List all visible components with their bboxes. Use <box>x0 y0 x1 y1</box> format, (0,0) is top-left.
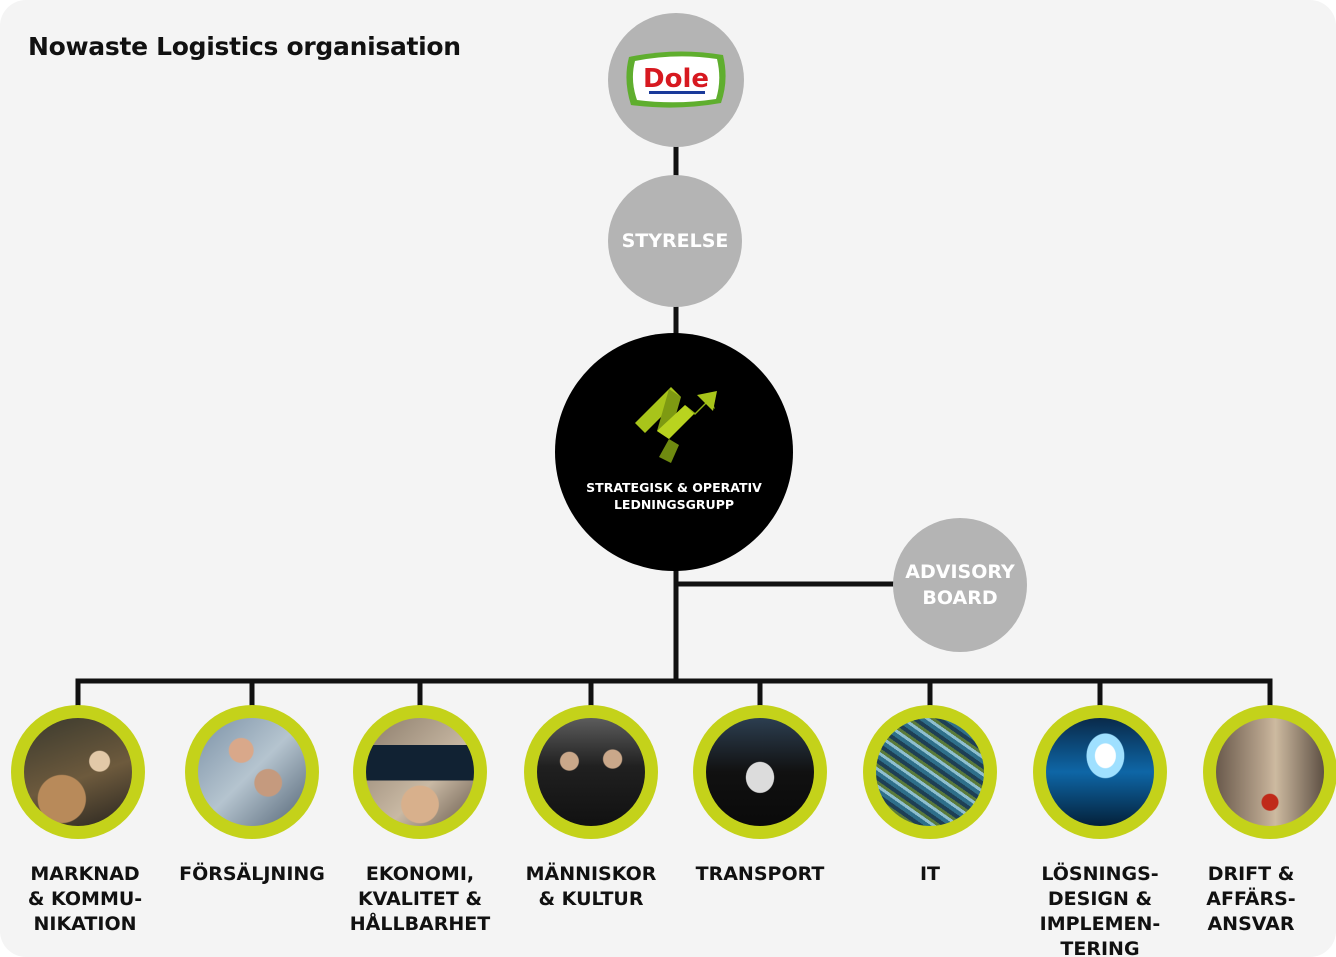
department-label: DRIFT & AFFÄRS- ANSVAR <box>1206 863 1296 935</box>
department-node <box>863 705 997 839</box>
advisory-label: ADVISORY BOARD <box>905 561 1015 609</box>
department-node <box>1033 705 1167 839</box>
digital-tunnel-photo <box>1046 718 1154 826</box>
dole-logo-icon: Dole <box>626 51 726 108</box>
management-node: STRATEGISK & OPERATIV LEDNINGSGRUPP <box>555 333 793 571</box>
department-node <box>1203 705 1336 839</box>
truck-photo <box>706 718 814 826</box>
department-node <box>524 705 658 839</box>
dole-logo-text: Dole <box>643 64 709 94</box>
advisory-board-node: ADVISORY BOARD <box>893 518 1027 652</box>
network-cables-photo <box>876 718 984 826</box>
department-label: LÖSNINGS- DESIGN & IMPLEMEN- TERING <box>1039 863 1161 957</box>
department-node <box>693 705 827 839</box>
forklift-aisle-photo <box>1216 718 1324 826</box>
department-label: TRANSPORT <box>695 863 825 885</box>
dole-node: Dole <box>608 13 744 147</box>
people-outdoors-photo <box>24 718 132 826</box>
department-node <box>11 705 145 839</box>
department-label: EKONOMI, KVALITET & HÅLLBARHET <box>349 863 491 935</box>
board-label: STYRELSE <box>621 230 729 252</box>
handshake-photo <box>198 718 306 826</box>
nowaste-n-logo-icon <box>635 387 717 463</box>
board-node: STYRELSE <box>608 175 742 307</box>
department-label: IT <box>919 863 941 885</box>
laptop-photo <box>366 718 474 826</box>
department-label: MÄNNISKOR & KULTUR <box>525 863 657 910</box>
department-node <box>353 705 487 839</box>
warehouse-people-photo <box>537 718 645 826</box>
department-node <box>185 705 319 839</box>
management-label: STRATEGISK & OPERATIV LEDNINGSGRUPP <box>586 480 762 512</box>
department-label: FÖRSÄLJNING <box>179 863 325 885</box>
department-label: MARKNAD & KOMMU- NIKATION <box>27 863 143 935</box>
page-title: Nowaste Logistics organisation <box>28 32 461 61</box>
